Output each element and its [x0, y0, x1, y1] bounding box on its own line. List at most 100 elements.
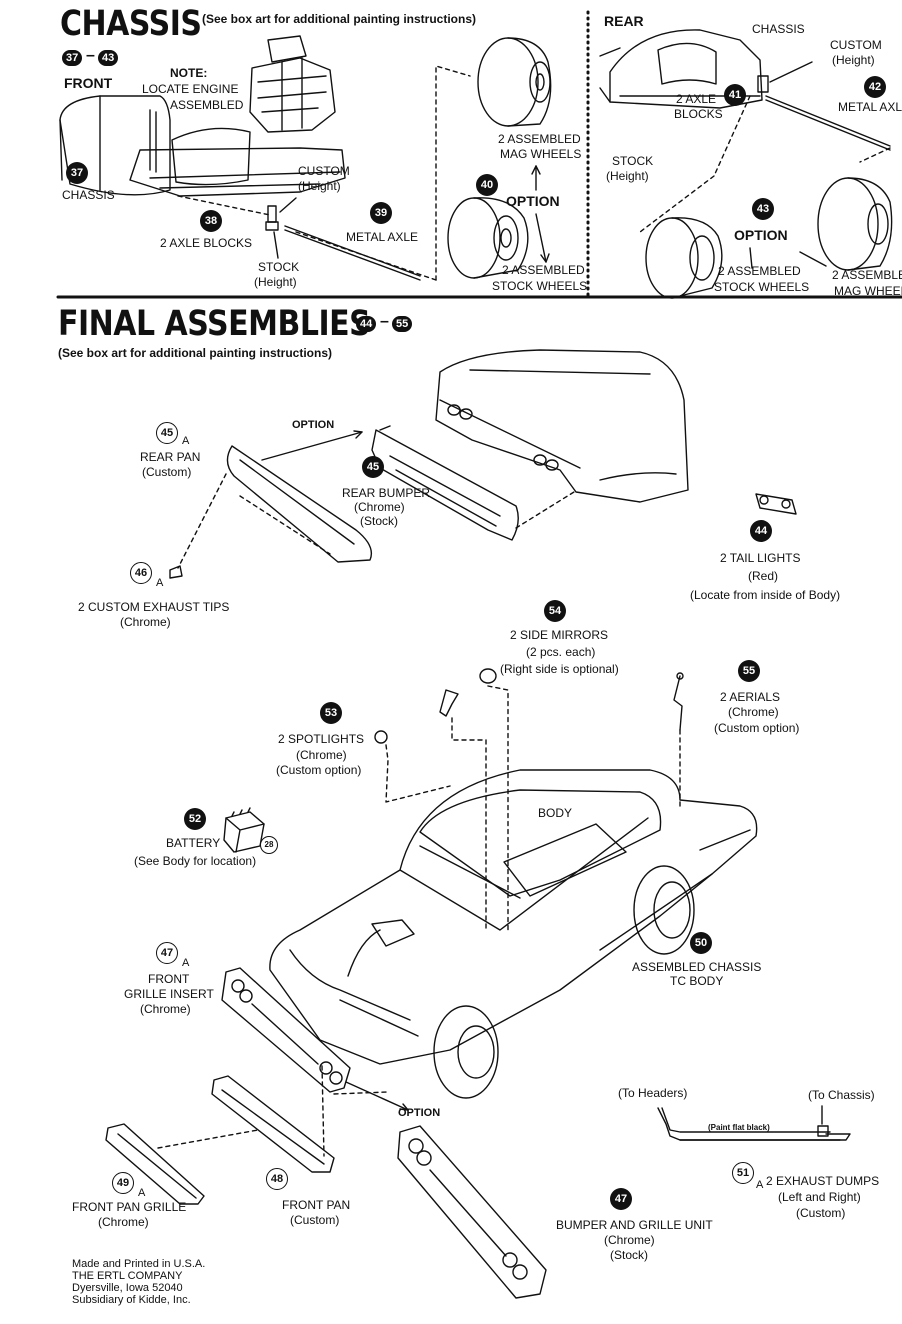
- battery-drawing: [223, 807, 265, 853]
- front-pan-grille-chrome-label: (Chrome): [98, 1215, 149, 1229]
- rear-stock-height-label: (Height): [606, 169, 649, 183]
- engine-note-title: NOTE:: [170, 66, 208, 80]
- front-mag-wheels-line1: 2 ASSEMBLED: [498, 132, 581, 146]
- aerials-chrome-label: (Chrome): [728, 705, 779, 719]
- step-51a-badge: 51: [732, 1162, 754, 1184]
- step-54-badge: 54: [544, 600, 566, 622]
- rear-axle-blocks-line2: BLOCKS: [674, 107, 723, 121]
- bumper-grille-stock-label: (Stock): [610, 1248, 649, 1262]
- final-paint-note: (See box art for additional painting ins…: [58, 346, 333, 360]
- front-option-label: OPTION: [506, 193, 560, 209]
- to-chassis-label: (To Chassis): [808, 1088, 875, 1102]
- rear-chassis-label: CHASSIS: [752, 22, 805, 36]
- step-37-badge: 37: [66, 162, 88, 184]
- step-47a-badge: 47: [156, 942, 178, 964]
- step-43-badge: 43: [752, 198, 774, 220]
- bumper-grille-label: BUMPER AND GRILLE UNIT: [556, 1218, 713, 1232]
- assembled-chassis-label: ASSEMBLED CHASSIS: [632, 960, 762, 974]
- rear-bumper-drawing: [371, 425, 519, 541]
- footer-line3: Dyersville, Iowa 52040: [72, 1282, 183, 1294]
- side-mirrors-optional-label: (Right side is optional): [500, 662, 619, 676]
- tc-body-label: TC BODY: [670, 974, 724, 988]
- to-headers-label: (To Headers): [618, 1086, 688, 1100]
- exhaust-dump-drawing: [657, 1105, 851, 1141]
- front-stock-wheels-line2: STOCK WHEELS: [492, 279, 588, 293]
- rear-pan-drawing: [226, 445, 373, 563]
- tail-lights-label: 2 TAIL LIGHTS: [720, 551, 801, 565]
- step-55-badge: 55: [738, 660, 760, 682]
- rear-bumper-label: REAR BUMPER: [342, 486, 431, 500]
- front-custom-height-label: (Height): [298, 179, 341, 193]
- front-stock-label: STOCK: [258, 260, 300, 274]
- step-41-badge: 41: [724, 84, 746, 106]
- body-label: BODY: [538, 806, 573, 820]
- step-46a-badge: 46: [130, 562, 152, 584]
- step-38-badge: 38: [200, 210, 222, 232]
- exhaust-tips-label: 2 CUSTOM EXHAUST TIPS: [78, 600, 230, 614]
- tail-lights-locate-label: (Locate from inside of Body): [690, 588, 841, 602]
- step-49a-badge: 49: [112, 1172, 134, 1194]
- stock-wheel-front-drawing: [447, 197, 529, 279]
- front-stock-wheels-line1: 2 ASSEMBLED: [502, 263, 585, 277]
- chassis-paint-note: (See box art for additional painting ins…: [202, 12, 477, 26]
- grille-insert-chrome-label: (Chrome): [140, 1002, 191, 1016]
- front-pan-drawing: [211, 1075, 335, 1173]
- battery-ref-badge: 28: [260, 836, 278, 854]
- side-mirrors-pcs-label: (2 pcs. each): [526, 645, 596, 659]
- battery-label: BATTERY: [166, 836, 221, 850]
- step-47-badge: 47: [610, 1188, 632, 1210]
- rear-bumper-stock-label: (Stock): [360, 514, 399, 528]
- chassis-step-range-dash: –: [86, 47, 95, 64]
- front-heading: FRONT: [64, 75, 113, 91]
- rear-custom-height-label: (Height): [832, 53, 875, 67]
- rear-custom-label: CUSTOM: [830, 38, 882, 52]
- rear-stock-label: STOCK: [612, 154, 654, 168]
- final-step-range-dash: –: [380, 313, 389, 330]
- battery-location-label: (See Body for location): [134, 854, 257, 868]
- front-pan-label: FRONT PAN: [282, 1198, 351, 1212]
- rear-metal-axle-label: METAL AXL: [838, 100, 902, 114]
- step-45-badge: 45: [362, 456, 384, 478]
- step-44-badge: 44: [750, 520, 772, 542]
- aerials-label: 2 AERIALS: [720, 690, 781, 704]
- rear-pan-custom-label: (Custom): [142, 465, 192, 479]
- mag-wheel-rear-drawing: [817, 177, 893, 271]
- engine-note-line1: LOCATE ENGINE: [142, 82, 239, 96]
- footer-line1: Made and Printed in U.S.A.: [72, 1258, 206, 1270]
- car-body-drawing: [269, 769, 758, 1099]
- spotlights-label: 2 SPOTLIGHTS: [278, 732, 365, 746]
- front-pan-custom-label: (Custom): [290, 1213, 340, 1227]
- side-mirrors-label: 2 SIDE MIRRORS: [510, 628, 609, 642]
- grille-insert-front-label: FRONT: [148, 972, 190, 986]
- front-chassis-label: CHASSIS: [62, 188, 115, 202]
- exhaust-dumps-left-right-label: (Left and Right): [778, 1190, 861, 1204]
- chassis-title: CHASSIS: [60, 4, 202, 45]
- option-bottom-label: OPTION: [398, 1107, 441, 1119]
- chassis-step-to-badge: 43: [98, 50, 119, 66]
- aerials-custom-label: (Custom option): [714, 721, 800, 735]
- chassis-step-from-badge: 37: [62, 50, 83, 66]
- front-pan-grille-label: FRONT PAN GRILLE: [72, 1200, 187, 1214]
- rear-option-label: OPTION: [734, 227, 788, 243]
- step-51a-suffix: A: [756, 1179, 764, 1191]
- footer-imprint: Made and Printed in U.S.A. THE ERTL COMP…: [72, 1258, 205, 1306]
- spotlights-chrome-label: (Chrome): [296, 748, 347, 762]
- step-53-badge: 53: [320, 702, 342, 724]
- front-mag-wheels-line2: MAG WHEELS: [500, 147, 582, 161]
- rear-body-drawing: [435, 349, 689, 503]
- step-47a-suffix: A: [182, 957, 190, 969]
- rear-stock-wheels-line2: STOCK WHEELS: [714, 280, 810, 294]
- front-chassis-drawing: [59, 95, 346, 197]
- bumper-grille-unit-drawing: [397, 1125, 547, 1299]
- option-top-label: OPTION: [292, 419, 335, 431]
- step-42-badge: 42: [864, 76, 886, 98]
- front-stock-height-label: (Height): [254, 275, 297, 289]
- rear-bumper-chrome-label: (Chrome): [354, 500, 405, 514]
- front-pan-grille-drawing: [105, 1123, 205, 1205]
- final-step-to-badge: 55: [392, 316, 413, 332]
- footer-line4: Subsidiary of Kidde, Inc.: [72, 1294, 191, 1306]
- step-52-badge: 52: [184, 808, 206, 830]
- front-metal-axle-label: METAL AXLE: [346, 230, 419, 244]
- engine-drawing: [249, 35, 336, 133]
